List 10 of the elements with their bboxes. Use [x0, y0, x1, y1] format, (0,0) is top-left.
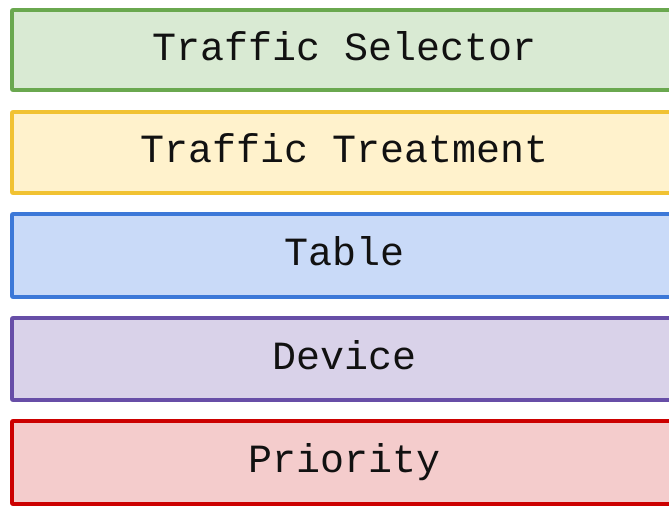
- layer-band: [10, 110, 669, 195]
- layer-label: Traffic Selector: [152, 28, 536, 72]
- layer-label: Priority: [248, 440, 440, 485]
- layer-band: [10, 212, 669, 299]
- layer-label: Traffic Treatment: [140, 130, 548, 175]
- layer-label: Device: [272, 336, 416, 382]
- layer-band: [10, 8, 669, 92]
- layer-band: [10, 316, 669, 402]
- layer-label: Table: [284, 233, 404, 278]
- layer-band: [10, 419, 669, 506]
